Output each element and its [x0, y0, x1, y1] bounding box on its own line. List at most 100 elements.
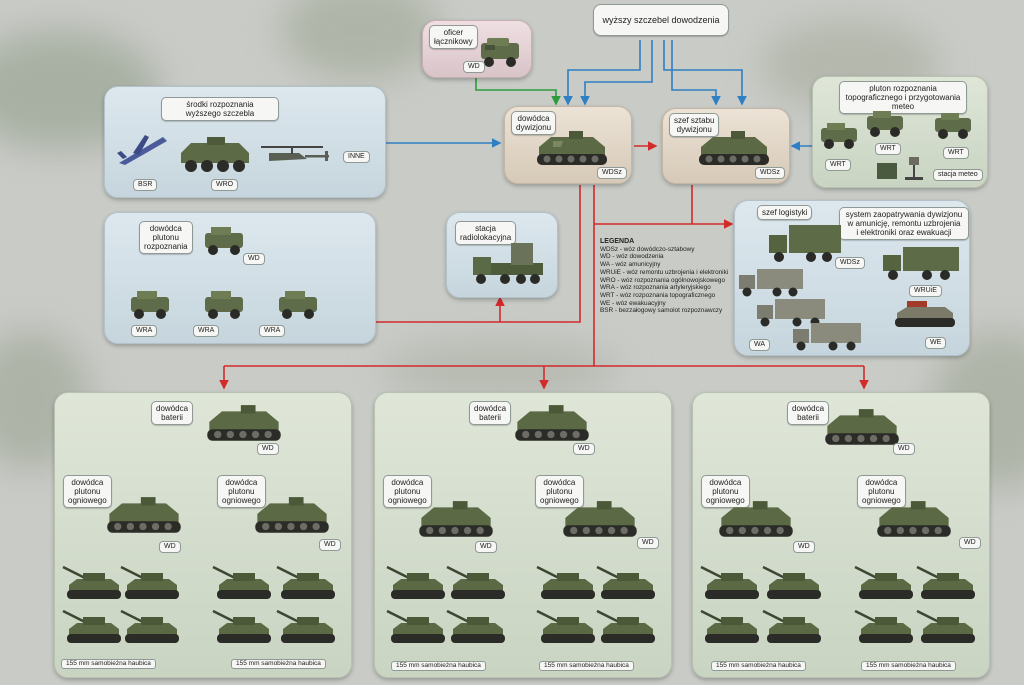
- legend-item: WRA - wóz rozpoznania artyleryjskiego: [600, 284, 711, 292]
- fire-platoon-label-2: dowódca plutonu ogniowego: [217, 475, 266, 508]
- howitzer-label-2: 155 mm samobieżna haubica: [231, 659, 326, 669]
- howitzer-icon: [916, 609, 975, 643]
- battalion-commander-label: dowódca dywizjonu: [511, 111, 557, 135]
- legend-title: LEGENDA: [600, 238, 635, 245]
- wheeled-vehicle-icon: [181, 137, 249, 172]
- helicopter-icon: [261, 146, 329, 161]
- howitzer-icon: [762, 609, 821, 643]
- radar-station-label: stacja radiolokacyjna: [455, 221, 517, 245]
- wheeled-vehicle-icon: [935, 113, 971, 139]
- meteo-station-icon: [877, 157, 923, 180]
- howitzer-icon: [212, 565, 271, 599]
- tracked-command-vehicle-icon: [719, 501, 793, 537]
- truck-icon: [883, 247, 959, 280]
- fire-platoon-tag-2: WD: [319, 539, 341, 551]
- tracked-command-vehicle-icon: [825, 409, 899, 445]
- wheeled-vehicle-icon: [867, 111, 903, 137]
- wheeled-vehicle-icon: [205, 291, 243, 319]
- wra-tag-2: WRA: [193, 325, 220, 337]
- recon-platoon-panel: dowódca plutonu rozpoznania WD WRA WRA W…: [104, 212, 376, 344]
- meteo-station-tag: stacja meteo: [933, 169, 983, 181]
- fire-platoon-tag-1: WD: [793, 541, 815, 553]
- logistics-we-tag: WE: [925, 337, 947, 349]
- wheeled-vehicle-icon: [481, 38, 519, 67]
- howitzer-icon: [854, 609, 913, 643]
- legend-item: WRO - wóz rozpoznania ogólnowojskowego: [600, 276, 726, 284]
- howitzer-icon: [386, 609, 445, 643]
- truck-icon: [769, 225, 841, 262]
- fire-platoon-tag-1: WD: [159, 541, 181, 553]
- howitzer-icon: [596, 565, 655, 599]
- legend-item: WE - wóz ewakuacyjny: [600, 299, 666, 307]
- recon-platoon-label: dowódca plutonu rozpoznania: [139, 221, 193, 254]
- radar-station-panel: stacja radiolokacyjna: [446, 212, 558, 298]
- meteo-platoon-panel: pluton rozpoznania topograficznego i prz…: [812, 76, 988, 188]
- battery-commander-label: dowódca baterii: [787, 401, 830, 425]
- battalion-commander-tag: WDSz: [597, 167, 627, 179]
- battery-panel-2: dowódca baterii WD dowódca plutonu ognio…: [374, 392, 672, 678]
- inne-tag: INNE: [343, 151, 370, 163]
- tracked-command-vehicle-icon: [107, 497, 181, 533]
- howitzer-icon: [700, 609, 759, 643]
- howitzer-icon: [120, 609, 179, 643]
- wheeled-vehicle-icon: [821, 123, 857, 149]
- legend-item: WRUiE - wóz remontu uzbrojenia i elektro…: [600, 268, 729, 276]
- wro-tag: WRO: [211, 179, 239, 191]
- logistics-panel: szef logistyki system zaopatrywania dywi…: [734, 200, 970, 356]
- howitzer-icon: [212, 609, 271, 643]
- howitzer-label-1: 155 mm samobieżna haubica: [61, 659, 156, 669]
- howitzer-label-1: 155 mm samobieżna haubica: [391, 661, 486, 671]
- logistics-chief-label: szef logistyki: [757, 205, 813, 220]
- howitzer-icon: [446, 609, 505, 643]
- drone-icon: [117, 135, 167, 165]
- battery-panel-3: dowódca baterii WD dowódca plutonu ognio…: [692, 392, 990, 678]
- liaison-tag: WD: [463, 61, 485, 73]
- fire-platoon-tag-1: WD: [475, 541, 497, 553]
- logistics-wa-tag: WA: [749, 339, 771, 351]
- tracked-command-vehicle-icon: [699, 131, 769, 165]
- fire-platoon-label-2: dowódca plutonu ogniowego: [535, 475, 584, 508]
- howitzer-label-2: 155 mm samobieżna haubica: [539, 661, 634, 671]
- legend-item: BSR - bezzałogowy samolot rozpoznawczy: [600, 307, 723, 315]
- battery-commander-label: dowódca baterii: [151, 401, 194, 425]
- tracked-command-vehicle-icon: [537, 131, 607, 165]
- chief-of-staff-tag: WDSz: [755, 167, 785, 179]
- truck-icon: [739, 269, 803, 297]
- howitzer-icon: [916, 565, 975, 599]
- howitzer-icon: [536, 565, 595, 599]
- howitzer-icon: [446, 565, 505, 599]
- meteo-platoon-label: pluton rozpoznania topograficznego i prz…: [839, 81, 967, 114]
- battery-commander-tag: WD: [257, 443, 279, 455]
- fire-platoon-label-1: dowódca plutonu ogniowego: [63, 475, 112, 508]
- battery-panel-1: dowódca baterii WD dowódca plutonu ognio…: [54, 392, 352, 678]
- higher-command-box: wyższy szczebel dowodzenia: [593, 4, 729, 36]
- logistics-wruie-tag: WRUiE: [909, 285, 942, 297]
- howitzer-icon: [700, 565, 759, 599]
- legend-item: WDSz - wóz dowódczo-sztabowy: [600, 245, 695, 253]
- chief-of-staff-panel: szef sztabu dywizjonu WDSz: [662, 108, 790, 184]
- howitzer-label-1: 155 mm samobieżna haubica: [711, 661, 806, 671]
- battery-commander-tag: WD: [573, 443, 595, 455]
- higher-recon-panel: środki rozpoznania wyższego szczebla BSR…: [104, 86, 386, 198]
- legend-item: WA - wóz amunicyjny: [600, 261, 661, 269]
- howitzer-icon: [854, 565, 913, 599]
- fire-platoon-tag-2: WD: [637, 537, 659, 549]
- wheeled-vehicle-icon: [205, 227, 243, 255]
- higher-recon-label: środki rozpoznania wyższego szczebla: [161, 97, 279, 121]
- howitzer-icon: [536, 609, 595, 643]
- tracked-command-vehicle-icon: [563, 501, 637, 537]
- howitzer-icon: [120, 565, 179, 599]
- tracked-command-vehicle-icon: [419, 501, 493, 537]
- wra-tag-1: WRA: [131, 325, 158, 337]
- howitzer-icon: [596, 609, 655, 643]
- radar-truck-icon: [473, 243, 543, 284]
- wra-tag-3: WRA: [259, 325, 286, 337]
- wrt-tag-1: WRT: [825, 159, 851, 171]
- logistics-wdsz-tag: WDSz: [835, 257, 865, 269]
- liaison-officer-label: oficer łącznikowy: [429, 25, 478, 49]
- tracked-command-vehicle-icon: [207, 405, 281, 441]
- howitzer-label-2: 155 mm samobieżna haubica: [861, 661, 956, 671]
- logistics-system-label: system zaopatrywania dywizjonu w amunicj…: [839, 207, 969, 240]
- truck-icon: [793, 323, 861, 351]
- wheeled-vehicle-icon: [279, 291, 317, 319]
